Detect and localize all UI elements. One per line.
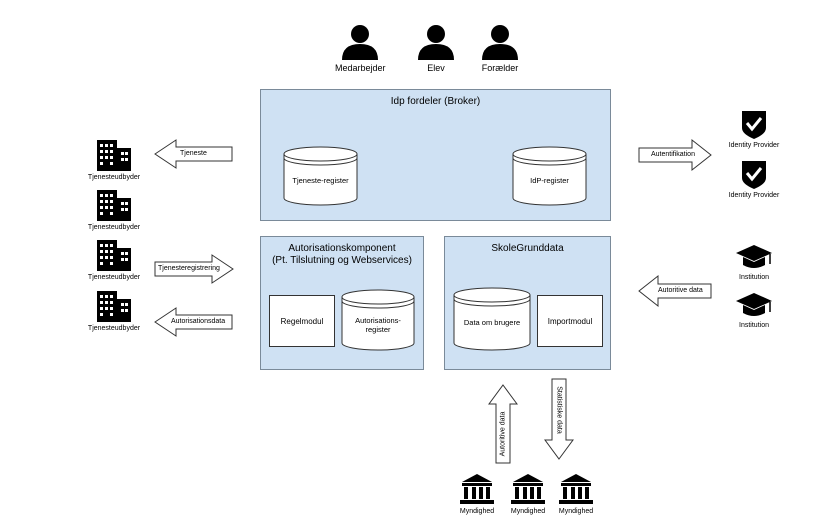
store-label: IdP-register bbox=[530, 176, 569, 185]
regelmodul-box: Regelmodul bbox=[269, 295, 335, 347]
arrow-right-icon bbox=[154, 254, 234, 284]
database-icon bbox=[512, 146, 587, 206]
identity-provider-2: Identity Provider bbox=[724, 158, 784, 204]
building-icon bbox=[97, 190, 131, 221]
database-icon bbox=[283, 146, 358, 206]
authority-3: Myndighed bbox=[551, 472, 601, 520]
arrow-down-statistiske-data: Statistiske data bbox=[544, 378, 574, 460]
module-label: Regelmodul bbox=[280, 316, 324, 326]
arrow-left-icon bbox=[638, 274, 712, 308]
arrow-label: Statistiske data bbox=[555, 386, 563, 434]
store-label: Data om brugere bbox=[463, 318, 521, 327]
database-icon bbox=[341, 289, 415, 351]
arrow-up-icon bbox=[488, 384, 518, 464]
institution-label: Institution bbox=[739, 274, 769, 281]
broker-panel: Idp fordeler (Broker) Tjeneste-register … bbox=[260, 89, 611, 221]
user-foraelder: Forælder bbox=[475, 22, 525, 77]
store-label: Tjeneste-register bbox=[292, 176, 349, 185]
authz-subtitle: (Pt. Tilslutning og Webservices) bbox=[272, 255, 412, 266]
graduation-cap-icon bbox=[736, 293, 772, 316]
arrow-label: Tjeneste bbox=[180, 150, 207, 157]
authority-2: Myndighed bbox=[503, 472, 553, 520]
authority-label: Myndighed bbox=[558, 508, 594, 515]
person-icon bbox=[482, 25, 518, 60]
user-label: Medarbejder bbox=[335, 63, 386, 73]
shield-check-icon bbox=[742, 161, 766, 189]
arrow-label: Autentifikation bbox=[651, 151, 695, 158]
arrow-label: Autoritive data bbox=[499, 411, 507, 457]
provider-label: Tjenesteudbyder bbox=[87, 224, 141, 231]
service-provider-3: Tjenesteudbyder bbox=[84, 237, 144, 285]
broker-title: Idp fordeler (Broker) bbox=[390, 96, 481, 107]
skole-panel: SkoleGrunddata Data om brugere Importmod… bbox=[444, 236, 611, 370]
provider-label: Tjenesteudbyder bbox=[87, 325, 141, 332]
identity-provider-label: Identity Provider bbox=[728, 142, 780, 149]
authz-panel: Autorisationskomponent (Pt. Tilslutning … bbox=[260, 236, 424, 370]
arrow-down-icon bbox=[544, 378, 574, 460]
institution-2: Institution bbox=[724, 290, 784, 334]
arrow-label: Autoritive data bbox=[658, 287, 703, 294]
arrow-left-icon bbox=[154, 307, 233, 337]
authz-title: Autorisationskomponent bbox=[288, 243, 396, 254]
bank-building-icon bbox=[511, 474, 545, 504]
arrow-autoritive-data: Autoritive data bbox=[638, 274, 712, 308]
authority-1: Myndighed bbox=[452, 472, 502, 520]
service-provider-1: Tjenesteudbyder bbox=[84, 137, 144, 185]
shield-check-icon bbox=[742, 111, 766, 139]
institution-1: Institution bbox=[724, 242, 784, 286]
arrow-autorisationsdata: Autorisationsdata bbox=[154, 307, 234, 337]
graduation-cap-icon bbox=[736, 245, 772, 268]
bank-building-icon bbox=[559, 474, 593, 504]
arrow-up-autoritive-data: Autoritive data bbox=[488, 384, 518, 464]
user-label: Forælder bbox=[481, 63, 519, 73]
provider-label: Tjenesteudbyder bbox=[87, 174, 141, 181]
autorisations-register-store: Autorisations- register bbox=[341, 289, 415, 351]
institution-label: Institution bbox=[739, 322, 769, 329]
identity-provider-1: Identity Provider bbox=[724, 108, 784, 154]
person-icon bbox=[418, 25, 454, 60]
tjeneste-register-store: Tjeneste-register bbox=[283, 146, 358, 206]
authority-label: Myndighed bbox=[459, 508, 495, 515]
identity-provider-label: Identity Provider bbox=[728, 192, 780, 199]
store-label-line2: register bbox=[365, 325, 391, 334]
user-label: Elev bbox=[427, 63, 445, 73]
building-icon bbox=[97, 291, 131, 322]
building-icon bbox=[97, 240, 131, 271]
bank-building-icon bbox=[460, 474, 494, 504]
store-label-line1: Autorisations- bbox=[355, 316, 401, 325]
arrow-tjeneste: Tjeneste bbox=[154, 139, 234, 169]
person-icon bbox=[342, 25, 378, 60]
user-elev: Elev bbox=[411, 22, 461, 77]
idp-register-store: IdP-register bbox=[512, 146, 587, 206]
provider-label: Tjenesteudbyder bbox=[87, 274, 141, 281]
arrow-tjenesteregistrering: Tjenesteregistrering bbox=[154, 254, 234, 284]
arrow-label: Tjenesteregistrering bbox=[158, 265, 220, 272]
module-label: Importmodul bbox=[547, 316, 593, 326]
data-om-brugere-store: Data om brugere bbox=[453, 287, 531, 351]
user-medarbejder: Medarbejder bbox=[335, 22, 386, 77]
importmodul-box: Importmodul bbox=[537, 295, 603, 347]
database-icon bbox=[453, 287, 531, 351]
skole-title: SkoleGrunddata bbox=[491, 243, 564, 254]
building-icon bbox=[97, 140, 131, 171]
service-provider-2: Tjenesteudbyder bbox=[84, 187, 144, 235]
authority-label: Myndighed bbox=[510, 508, 546, 515]
arrow-left-icon bbox=[154, 139, 233, 169]
arrow-autentifikation: Autentifikation bbox=[638, 138, 712, 172]
arrow-right-icon bbox=[638, 138, 712, 172]
service-provider-4: Tjenesteudbyder bbox=[84, 288, 144, 336]
arrow-label: Autorisationsdata bbox=[171, 318, 226, 325]
